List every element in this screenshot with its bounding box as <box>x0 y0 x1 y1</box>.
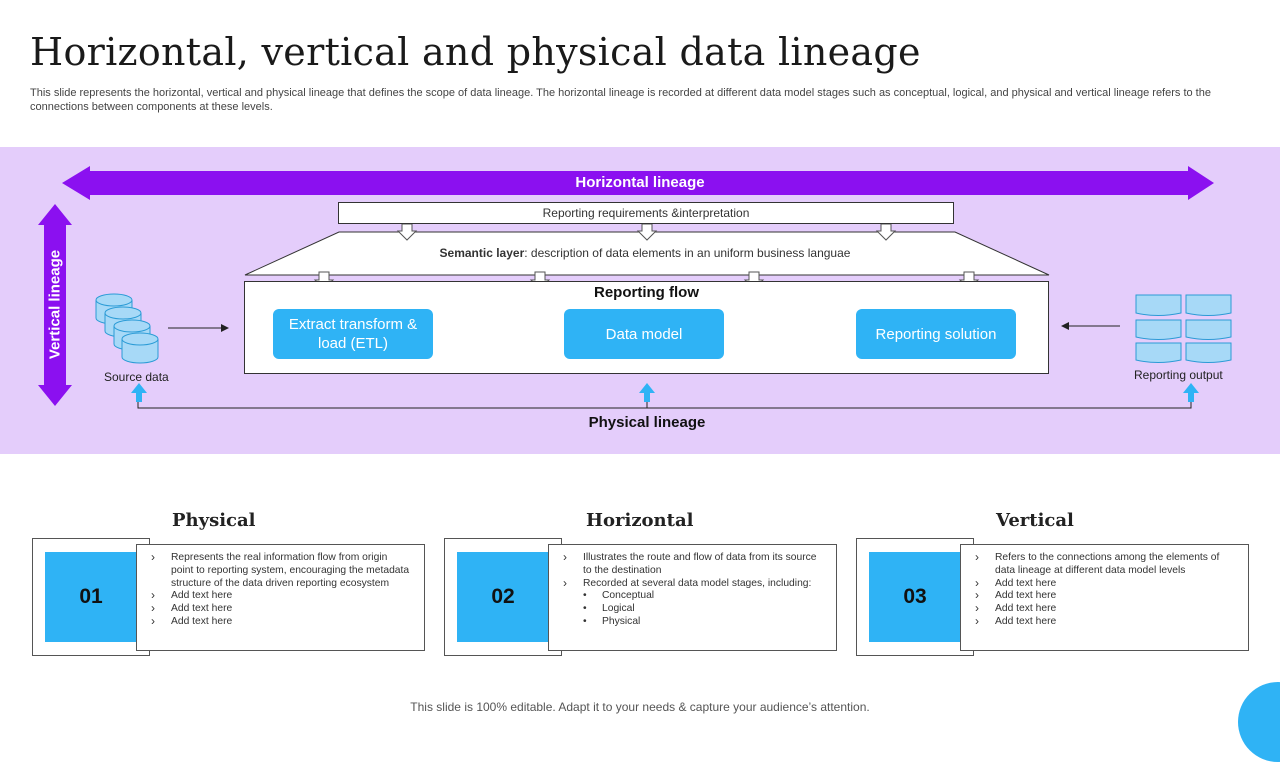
bullet-item: Add text here <box>151 615 412 629</box>
card-number: 01 <box>45 552 137 642</box>
bullet-item: Add text here <box>975 589 1236 603</box>
card-list: Illustrates the route and flow of data f… <box>563 551 824 629</box>
stage-etl: Extract transform & load (ETL) <box>273 309 433 359</box>
bullet-item: Add text here <box>975 602 1236 616</box>
card-list: Represents the real information flow fro… <box>151 551 412 629</box>
lineage-diagram-shapes <box>38 166 1232 409</box>
stage-reporting-solution: Reporting solution <box>856 309 1016 359</box>
document-stack-icon <box>1135 294 1232 363</box>
card-number: 02 <box>457 552 549 642</box>
semantic-layer-text: Semantic layer: description of data elem… <box>300 246 990 260</box>
card-text-box: Illustrates the route and flow of data f… <box>548 544 837 651</box>
semantic-layer-label: Semantic layer <box>439 246 525 260</box>
slide-footer: This slide is 100% editable. Adapt it to… <box>410 700 870 714</box>
horizontal-lineage-arrow <box>62 166 1214 200</box>
slide-subtitle: This slide represents the horizontal, ve… <box>30 87 1211 113</box>
bullet-item: Add text here <box>975 577 1236 591</box>
reporting-flow-box: Reporting flow Extract transform & load … <box>244 281 1049 374</box>
slide-title: Horizontal, vertical and physical data l… <box>30 30 921 74</box>
semantic-layer-description: : description of data elements in an uni… <box>524 246 851 260</box>
card-number: 03 <box>869 552 961 642</box>
horizontal-lineage-label: Horizontal lineage <box>575 174 705 191</box>
bullet-item: Recorded at several data model stages, i… <box>563 577 824 591</box>
bullet-item: Add text here <box>151 602 412 616</box>
physical-up-arrows <box>131 383 1199 402</box>
reporting-requirements-box: Reporting requirements &interpretation <box>338 202 954 224</box>
requirements-down-arrows <box>396 223 897 241</box>
card-heading-vertical: Vertical <box>996 510 1074 531</box>
sub-bullet-item: Logical <box>583 603 824 616</box>
reporting-output-label: Reporting output <box>1134 368 1223 382</box>
card-list: Refers to the connections among the elem… <box>975 551 1236 629</box>
source-data-label: Source data <box>104 370 169 384</box>
bullet-item: Illustrates the route and flow of data f… <box>563 551 824 578</box>
card-heading-horizontal: Horizontal <box>586 510 694 531</box>
card-text-box: Represents the real information flow fro… <box>136 544 425 651</box>
semantic-layer-shape <box>244 231 1050 276</box>
physical-lineage-bracket <box>137 393 1192 409</box>
vertical-lineage-label: Vertical lineage <box>46 249 64 360</box>
database-cylinder-icon <box>95 293 159 364</box>
physical-lineage-label: Physical lineage <box>588 414 706 431</box>
bullet-item: Add text here <box>975 615 1236 629</box>
stage-data-model: Data model <box>564 309 724 359</box>
bullet-item: Represents the real information flow fro… <box>151 551 412 590</box>
sub-bullet-item: Conceptual <box>583 590 824 603</box>
vertical-lineage-arrow <box>38 204 72 406</box>
bullet-item: Refers to the connections among the elem… <box>975 551 1236 578</box>
reporting-flow-title: Reporting flow <box>594 284 699 301</box>
card-heading-physical: Physical <box>172 510 256 531</box>
bullet-item: Add text here <box>151 589 412 603</box>
card-text-box: Refers to the connections among the elem… <box>960 544 1249 651</box>
sub-bullet-item: Physical <box>583 616 824 629</box>
